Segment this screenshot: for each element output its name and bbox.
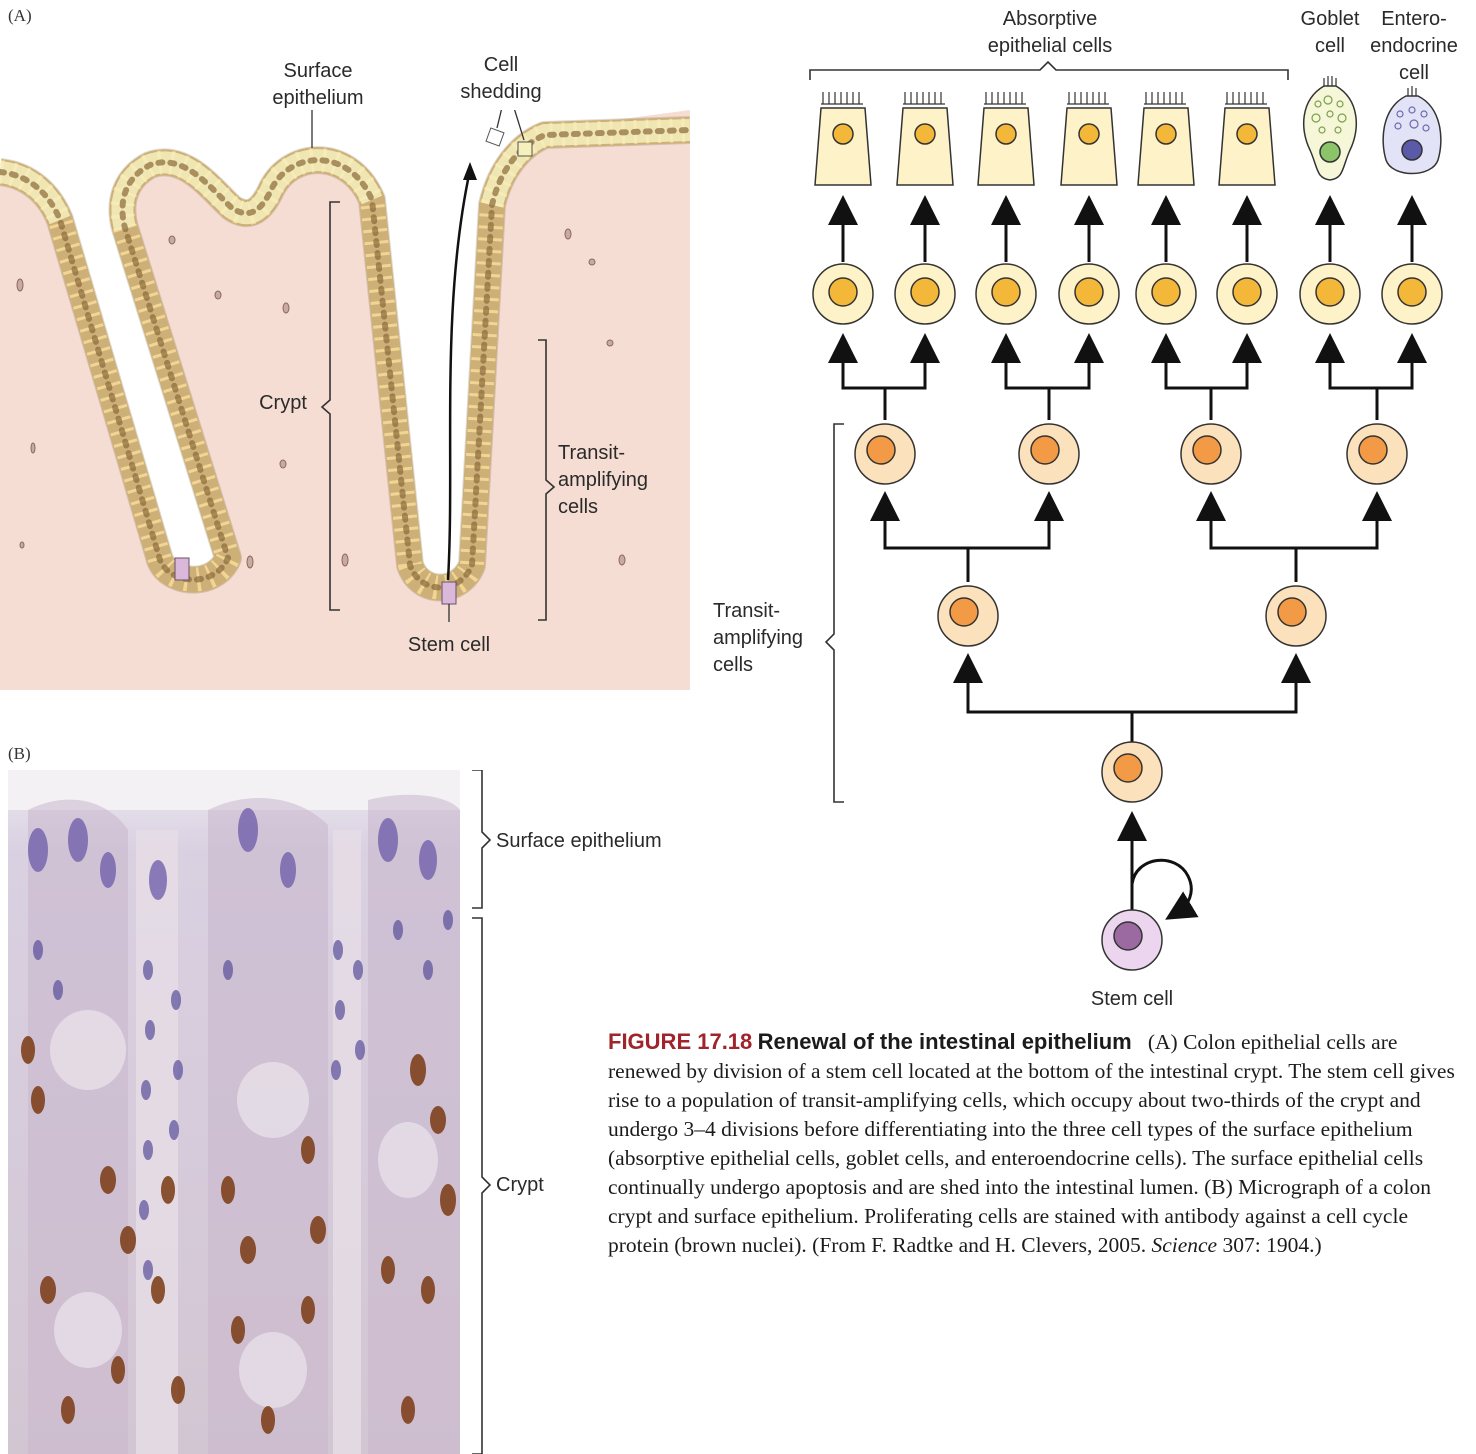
precursor-cells [813,264,1442,324]
connective-cell [31,443,35,453]
connective-cell [280,460,286,468]
connective-cell [17,279,23,291]
connective-cell [20,542,24,548]
connective-cell [342,554,348,566]
figure-title: Renewal of the intestinal epithelium [758,1029,1132,1054]
differentiation-arrows [843,210,1412,262]
surface-epithelium-label-b: Surface epithelium [496,828,696,855]
shedding-pointer-1 [497,110,505,128]
absorptive-cell [815,92,871,185]
stem-cell [1102,910,1162,970]
transit-cell [938,586,998,646]
absorptive-cell [978,92,1034,185]
connective-cell [607,340,613,346]
caption-journal: Science [1151,1233,1217,1257]
absorptive-cell [1138,92,1194,185]
stem-cell-label-a: Stem cell [384,632,514,659]
transit-cells-level-1 [938,586,1326,646]
goblet-vacuole [50,1010,126,1090]
precursor-cell [1136,264,1196,324]
shed-cell-1 [486,128,504,146]
precursor-cell [976,264,1036,324]
stem-cell-left [175,558,189,580]
migration-arrowhead [463,162,477,180]
transit-cell [1019,424,1079,484]
goblet-vacuole [378,1122,438,1198]
caption-citation-end: 307: 1904.) [1222,1233,1321,1257]
absorptive-cell [1219,92,1275,185]
connective-cell [619,555,625,565]
division-connectors-2 [885,506,1377,582]
connective-cell [169,236,175,244]
absorptive-cells [815,92,1275,185]
connective-cell [565,229,571,239]
transit-cell [1266,586,1326,646]
crypt-lumen [333,830,361,1454]
precursor-cell [1300,264,1360,324]
precursor-cell [1217,264,1277,324]
division-connectors-3 [843,348,1412,420]
lineage-tree [700,0,1476,1020]
crypt-bracket-b [472,918,490,1454]
enteroendocrine-cell [1383,86,1441,174]
panel-b-brackets [462,770,502,1454]
connective-cell [247,556,253,568]
goblet-vacuole [54,1292,122,1368]
goblet-cell [1304,76,1357,180]
crypt-lumen [136,830,178,1454]
crypt-label-b: Crypt [496,1172,576,1199]
precursor-cell [813,264,873,324]
goblet-vacuole [239,1332,307,1408]
connective-cell [589,259,595,265]
stem-cell-label-tree: Stem cell [1072,986,1192,1013]
crypt-diagram [0,110,690,690]
absorptive-cell [897,92,953,185]
precursor-cell [1059,264,1119,324]
shed-cell-2 [518,142,532,156]
absorptive-bracket [810,62,1288,80]
transit-cell [855,424,915,484]
micrograph [8,770,460,1454]
panel-a-label: (A) [8,6,32,26]
goblet-vacuole [237,1062,309,1138]
transit-cell [1347,424,1407,484]
stem-cell-right [442,582,456,604]
crypt-label: Crypt [248,390,318,417]
transit-cell-root [1102,742,1162,802]
caption-text-a: (A) Colon epithelial cells are renewed b… [608,1030,1455,1199]
figure-number: FIGURE 17.18 [608,1029,752,1054]
connective-cell [215,291,221,299]
connective-cell [283,303,289,313]
figure-caption: FIGURE 17.18 Renewal of the intestinal e… [608,1027,1470,1260]
precursor-cell [1382,264,1442,324]
transit-cell [1181,424,1241,484]
transit-cells-level-2 [855,424,1407,484]
precursor-cell [895,264,955,324]
division-connectors-1 [968,668,1296,742]
surface-bracket [472,770,490,908]
panel-b-label: (B) [8,744,31,764]
self-renewal-arrow [1132,860,1191,912]
absorptive-cell [1061,92,1117,185]
